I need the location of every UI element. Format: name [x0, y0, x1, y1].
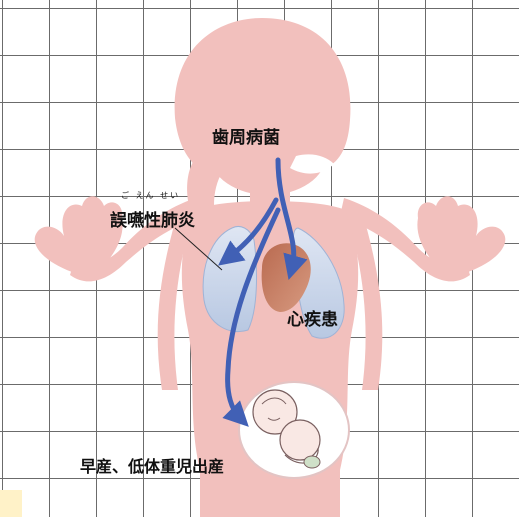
corner-tab	[0, 490, 22, 517]
label-heart-disease: 心疾患	[287, 305, 338, 330]
label-aspiration-pneumonia: 誤嚥性肺炎	[110, 206, 195, 231]
label-preterm-low-birthweight: 早産、低体重児出産	[80, 453, 224, 477]
label-pneumonia-furigana: ご えん せい	[121, 190, 180, 201]
label-periodontal-bacteria: 歯周病菌	[212, 123, 280, 148]
